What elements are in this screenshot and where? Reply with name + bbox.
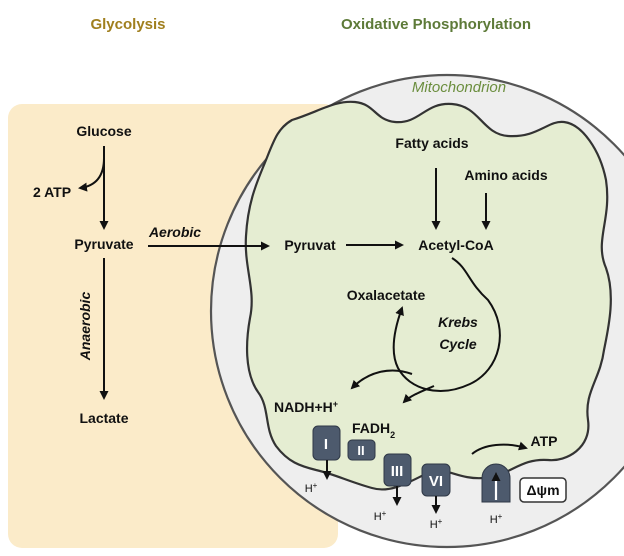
membrane-potential-box xyxy=(519,477,567,503)
glucose-label: Glucose xyxy=(76,123,131,139)
oxphos-header: Oxidative Phosphorylation xyxy=(341,16,531,33)
complex-iii-label: III xyxy=(391,463,404,480)
atp-label: ATP xyxy=(531,433,558,449)
krebs-cycle-loop xyxy=(392,257,501,392)
krebs-label-line1: Krebs xyxy=(438,314,478,330)
complex-ii-label: II xyxy=(357,443,364,458)
oxalacetate-label: Oxalacetate xyxy=(347,287,426,303)
mitochondrial-matrix xyxy=(244,100,612,491)
krebs-to-fadh2-arrow xyxy=(402,385,435,404)
anaerobic-label: Anaerobic xyxy=(77,292,93,362)
krebs-label-line2: Cycle xyxy=(439,336,477,352)
complex-vi-label: VI xyxy=(429,473,443,490)
atp-2-label: 2 ATP xyxy=(33,184,71,200)
membrane-potential-label: Δψm xyxy=(526,482,559,498)
krebs-to-nadh-arrow xyxy=(350,369,413,390)
proton-complex-iii: H+ xyxy=(374,509,387,524)
fatty-acids-label: Fatty acids xyxy=(395,135,468,151)
pyruvate-label: Pyruvate xyxy=(74,236,133,252)
complex-i-label: I xyxy=(324,436,328,453)
pyruvat-label: Pyruvat xyxy=(284,237,336,253)
acetyl-coa-label: Acetyl-CoA xyxy=(418,237,493,253)
nadh-label: NADH+H+ xyxy=(274,399,338,415)
complex-ii xyxy=(347,439,376,461)
proton-complex-vi: H+ xyxy=(430,517,443,532)
proton-atp-synthase: H+ xyxy=(490,512,503,527)
fadh2-label: FADH2 xyxy=(352,420,395,440)
atp-release-arrow xyxy=(78,157,105,192)
proton-complex-i: H+ xyxy=(305,481,318,496)
mitochondrion-label: Mitochondrion xyxy=(412,79,506,96)
aerobic-label: Aerobic xyxy=(148,224,201,240)
amino-acids-label: Amino acids xyxy=(464,167,547,183)
glycolysis-header: Glycolysis xyxy=(90,16,165,33)
atp-production-arrow xyxy=(471,441,528,455)
lactate-label: Lactate xyxy=(79,410,128,426)
